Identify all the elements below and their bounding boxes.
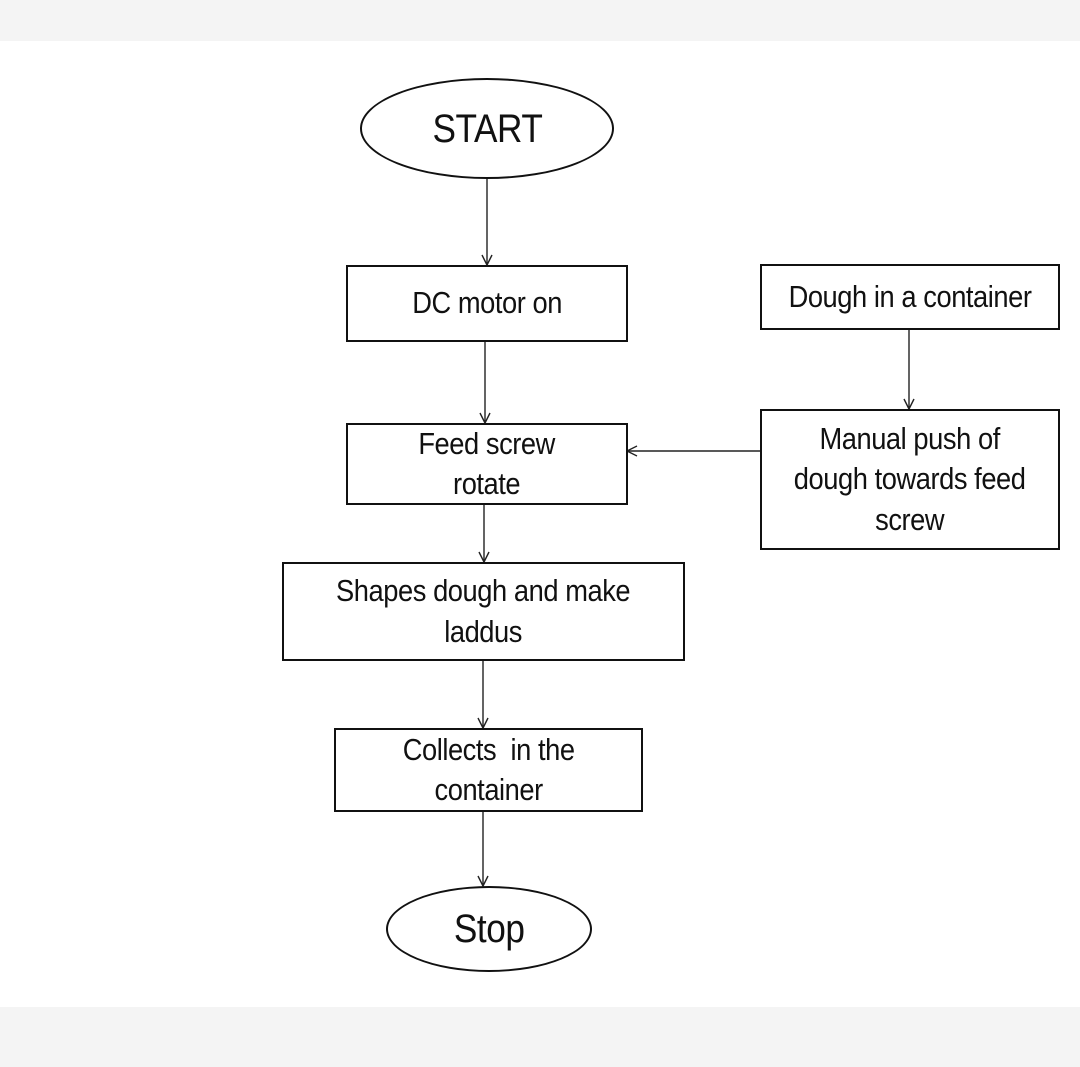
manual-push-label: Manual push of dough towards feed screw bbox=[794, 421, 1026, 537]
collects-box: Collects in the container bbox=[334, 728, 643, 812]
start-terminal: START bbox=[360, 78, 614, 179]
dough-in-container-label: Dough in a container bbox=[788, 278, 1032, 314]
shapes-dough-label: Shapes dough and make laddus bbox=[336, 573, 631, 649]
dough-in-container-box: Dough in a container bbox=[760, 264, 1060, 330]
feed-screw-rotate-box: Feed screw rotate bbox=[346, 423, 628, 505]
dc-motor-on-label: DC motor on bbox=[412, 285, 562, 321]
start-label: START bbox=[432, 106, 542, 151]
collects-label: Collects in the container bbox=[402, 731, 575, 807]
dc-motor-on-box: DC motor on bbox=[346, 265, 628, 342]
shapes-dough-box: Shapes dough and make laddus bbox=[282, 562, 685, 661]
stop-label: Stop bbox=[453, 907, 525, 951]
stop-terminal: Stop bbox=[386, 886, 592, 972]
manual-push-box: Manual push of dough towards feed screw bbox=[760, 409, 1060, 550]
feed-screw-rotate-label: Feed screw rotate bbox=[418, 425, 556, 501]
